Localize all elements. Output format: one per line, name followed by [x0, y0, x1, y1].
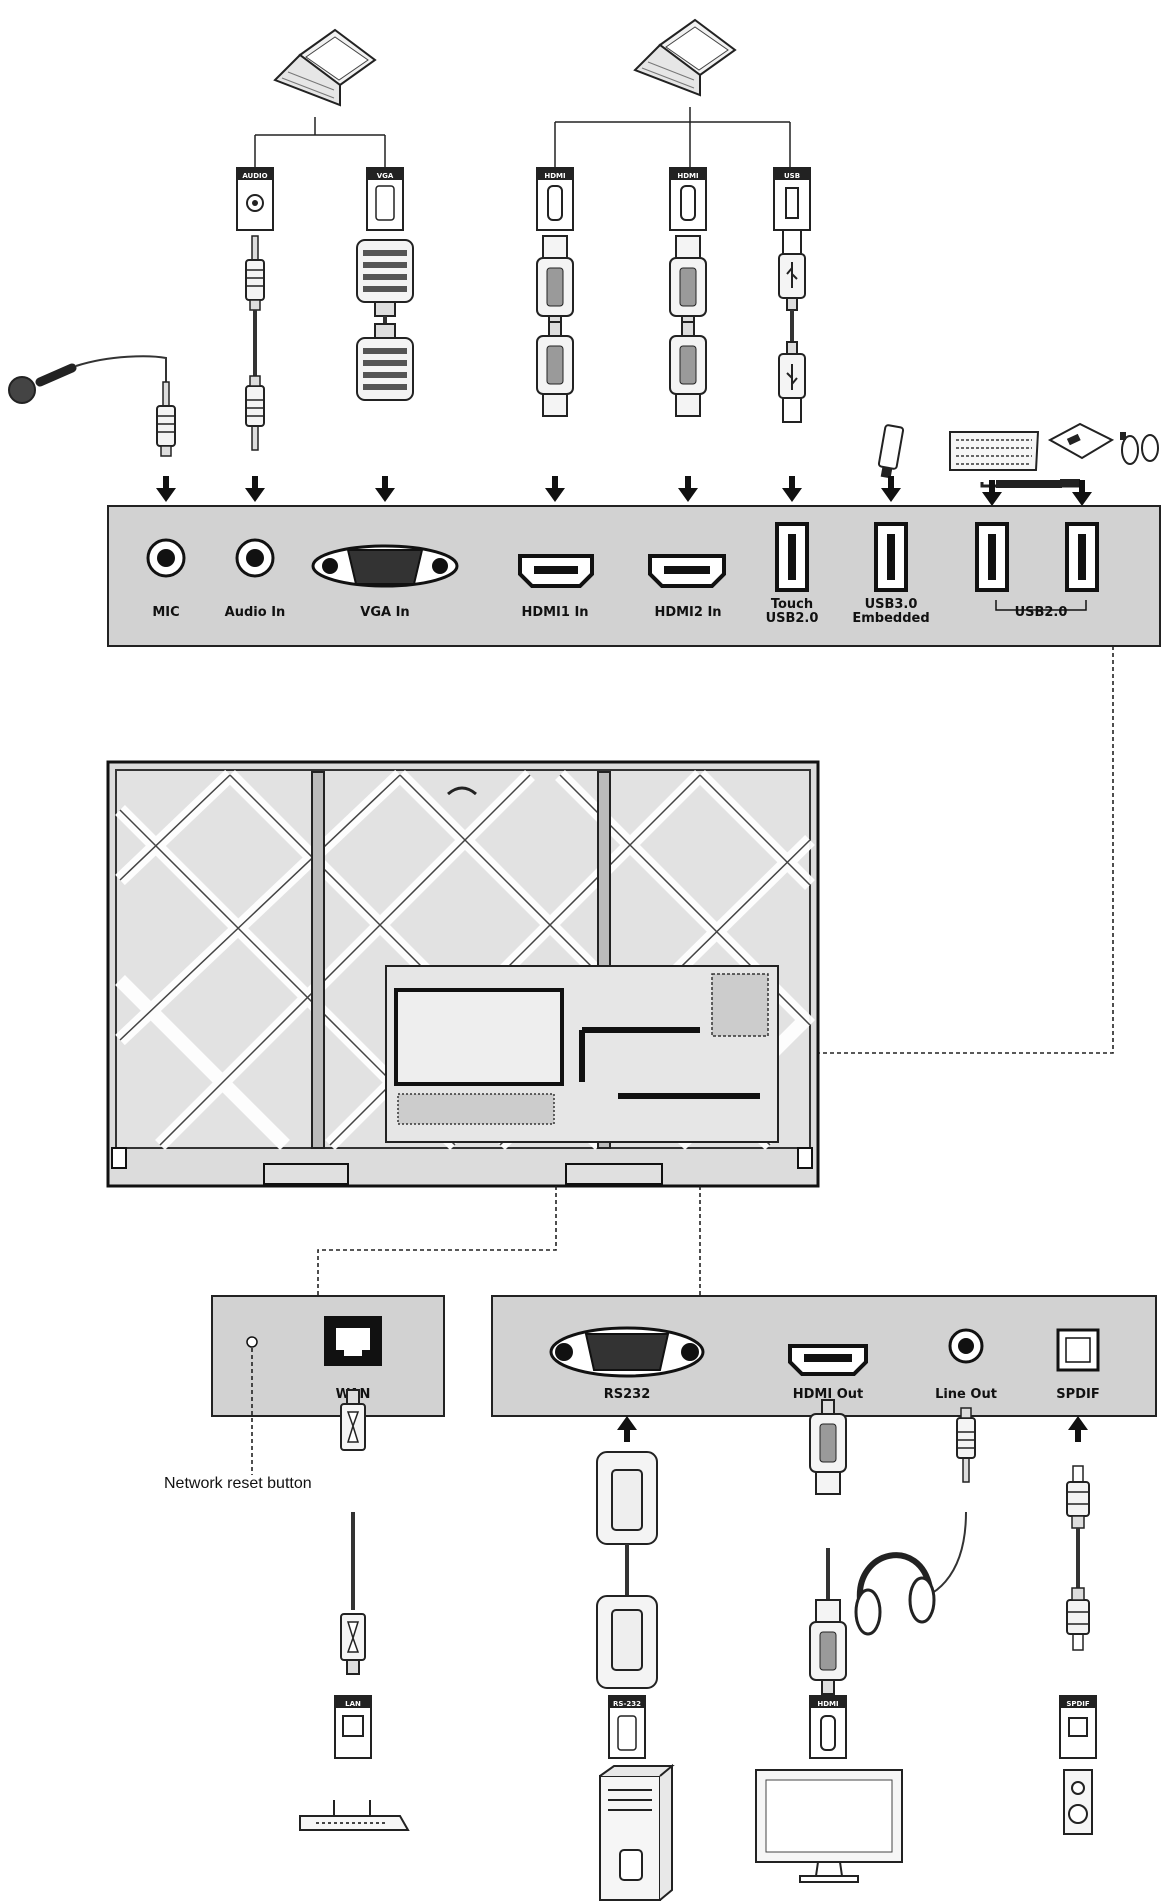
- svg-text:VGA: VGA: [377, 172, 394, 180]
- speaker-icon: [1063, 1769, 1093, 1835]
- line-out-cable: [909, 1407, 976, 1601]
- rs232-port: [549, 1326, 705, 1378]
- display-rear-view: [106, 760, 820, 1188]
- target-tag-spdif: SPDIF: [1059, 1695, 1097, 1759]
- hdmi1-cable: [536, 235, 574, 417]
- laptop-icon: [274, 29, 376, 106]
- hdmi2-cable: [669, 235, 707, 417]
- source-tag-vga: VGA: [366, 167, 404, 231]
- svg-text:LAN: LAN: [345, 1700, 361, 1708]
- vga-in-port: [311, 544, 459, 588]
- mouse-icon: [1120, 432, 1159, 465]
- hdmi2-in-port: [648, 554, 726, 588]
- svg-text:AUDIO: AUDIO: [242, 172, 267, 180]
- source-tag-usb: USB: [773, 167, 811, 231]
- line-out-port: [948, 1328, 984, 1364]
- laptop-icon: [634, 19, 736, 96]
- headphones-icon: [854, 1552, 936, 1636]
- hdmi-out-port: [788, 1344, 868, 1376]
- vga-in-label: VGA In: [360, 605, 409, 620]
- hdmi2-in-label: HDMI2 In: [654, 605, 721, 620]
- audio-in-port: [235, 538, 275, 578]
- usb2-label: USB2.0: [1015, 605, 1068, 620]
- embedded-label: Embedded: [852, 611, 929, 626]
- network-reset-pinhole: [246, 1336, 258, 1348]
- line-out-label: Line Out: [935, 1387, 997, 1402]
- lan-cable: [340, 1389, 366, 1675]
- router-icon: [299, 1800, 410, 1831]
- touch-usb-label: USB2.0: [766, 611, 819, 626]
- pc-tower-icon: [599, 1763, 675, 1901]
- audio-in-label: Audio In: [225, 605, 286, 620]
- wan-port: [324, 1316, 382, 1366]
- hdmi-out-label: HDMI Out: [793, 1387, 864, 1402]
- spdif-label: SPDIF: [1056, 1387, 1099, 1402]
- usb2-port-b: [1065, 522, 1099, 592]
- vga-cable: [356, 239, 414, 401]
- svg-text:SPDIF: SPDIF: [1066, 1700, 1090, 1708]
- mic-label: MIC: [152, 605, 179, 620]
- usb2-port-a: [975, 522, 1009, 592]
- hdmi1-in-label: HDMI1 In: [521, 605, 588, 620]
- spdif-port: [1056, 1328, 1100, 1372]
- rs232-cable: [596, 1451, 658, 1689]
- source-tag-hdmi2: HDMI: [669, 167, 707, 231]
- usb3-label: USB3.0: [865, 597, 918, 612]
- touchpad-icon: [1047, 422, 1115, 460]
- mic-port: [146, 538, 186, 578]
- svg-text:HDMI: HDMI: [817, 1700, 838, 1708]
- svg-text:USB: USB: [784, 172, 800, 180]
- target-tag-hdmi: HDMI: [809, 1695, 847, 1759]
- usb3-embedded-port: [874, 522, 908, 592]
- monitor-icon: [755, 1769, 903, 1883]
- audio-cable: [245, 235, 265, 451]
- source-tag-hdmi1: HDMI: [536, 167, 574, 231]
- usb-cable: [778, 229, 806, 423]
- touch-label: Touch: [771, 597, 813, 612]
- target-tag-rs232: RS-232: [608, 1695, 646, 1759]
- usb-stick-icon: [877, 424, 905, 479]
- bottom-right-io-panel: RS232 HDMI Out Line Out SPDIF: [491, 1295, 1157, 1417]
- hdmi-out-cable: [809, 1399, 847, 1695]
- source-tag-audio: AUDIO: [236, 167, 274, 231]
- microphone-icon: [8, 355, 176, 457]
- svg-text:RS-232: RS-232: [613, 1700, 641, 1708]
- target-tag-lan: LAN: [334, 1695, 372, 1759]
- keyboard-icon: [949, 431, 1040, 471]
- hdmi1-in-port: [518, 554, 594, 588]
- bottom-left-io-panel: WAN: [211, 1295, 445, 1417]
- rs232-label: RS232: [604, 1387, 651, 1402]
- network-reset-label: Network reset button: [164, 1475, 312, 1492]
- spdif-cable: [1066, 1465, 1090, 1651]
- touch-usb-port: [775, 522, 809, 592]
- svg-text:HDMI: HDMI: [677, 172, 698, 180]
- top-io-panel: MIC Audio In VGA In HDMI1 In HDMI2 In To…: [107, 505, 1161, 647]
- svg-text:HDMI: HDMI: [544, 172, 565, 180]
